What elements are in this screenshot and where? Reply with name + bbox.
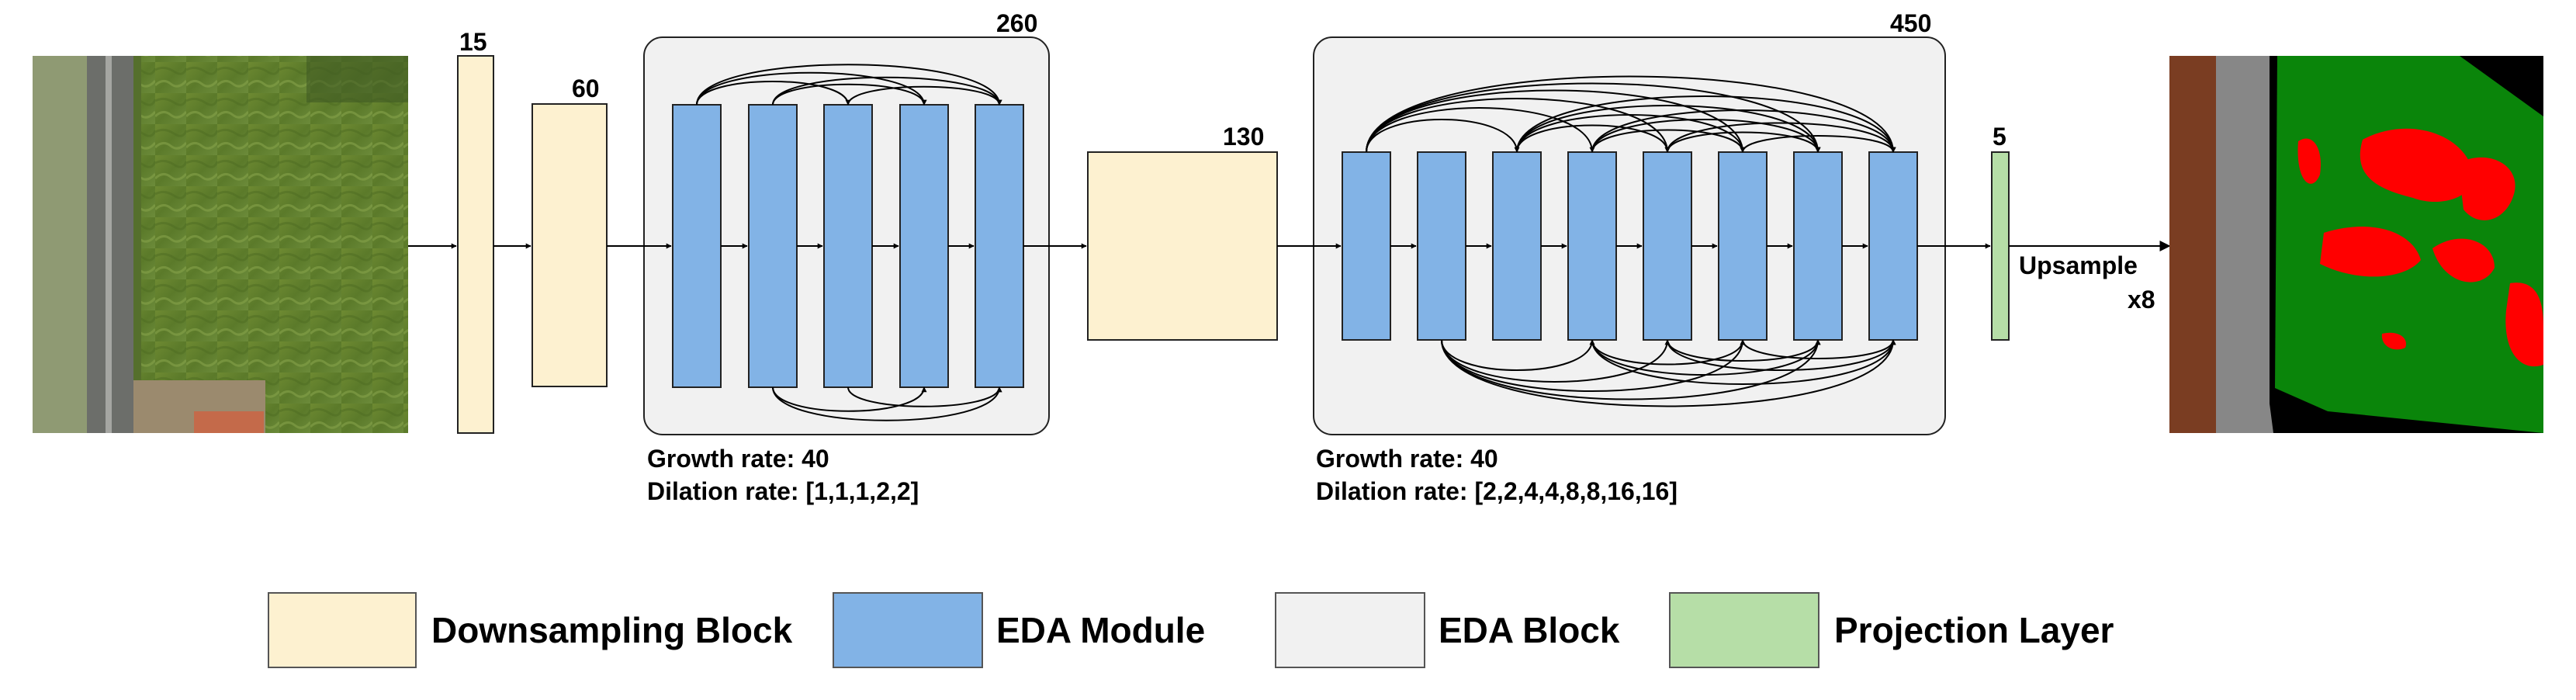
eda-module [1342,151,1391,341]
eda-module [1718,151,1768,341]
projection-channel-label: 5 [1993,123,2006,151]
eda-module [975,104,1024,388]
legend-projection-label: Projection Layer [1834,610,2114,650]
eda-module [1868,151,1918,341]
eda-module [899,104,949,388]
projection-layer [1991,151,2010,341]
eda-block1-channel-label: 260 [996,9,1038,37]
eda-block1-dilation-rate: Dilation rate: [1,1,1,2,2] [647,477,919,505]
down3-channel-label: 130 [1223,123,1265,151]
down1-channel-label: 15 [459,28,487,56]
downsampling-block-3 [1087,151,1278,341]
eda-block2-dilation-rate: Dilation rate: [2,2,4,4,8,8,16,16] [1316,477,1678,505]
legend-swatch-projection [1669,592,1819,668]
downsampling-block-1 [457,55,494,434]
eda-block1-growth-rate: Growth rate: 40 [647,445,829,473]
eda-block-2-dense-connections [1366,75,1896,407]
downsampling-block-2 [531,103,608,387]
legend-swatch-downsampling [268,592,417,668]
eda-module [1417,151,1466,341]
eda-module [1567,151,1617,341]
eda-module [748,104,798,388]
eda-block2-growth-rate: Growth rate: 40 [1316,445,1498,473]
legend-swatch-eda-block [1275,592,1425,668]
down2-channel-label: 60 [572,75,600,102]
eda-module [1492,151,1542,341]
eda-block-2 [1313,36,1946,435]
legend-swatch-eda-module [833,592,983,668]
eda-module [672,104,722,388]
eda-block-1-dense-connections [696,64,1002,421]
upsample-factor-label: x8 [2128,286,2155,314]
input-aerial-image [33,56,408,433]
legend-downsampling-label: Downsampling Block [431,610,793,650]
output-segmentation-map [2169,56,2543,433]
eda-module [1643,151,1692,341]
eda-module [1793,151,1843,341]
eda-block-1-modules [672,104,1024,388]
eda-module [823,104,873,388]
upsample-label: Upsample [2019,251,2138,279]
eda-block2-channel-label: 450 [1890,9,1932,37]
legend-eda-block-label: EDA Block [1439,610,1620,650]
eda-block-2-modules [1342,151,1918,341]
legend-eda-module-label: EDA Module [996,610,1206,650]
